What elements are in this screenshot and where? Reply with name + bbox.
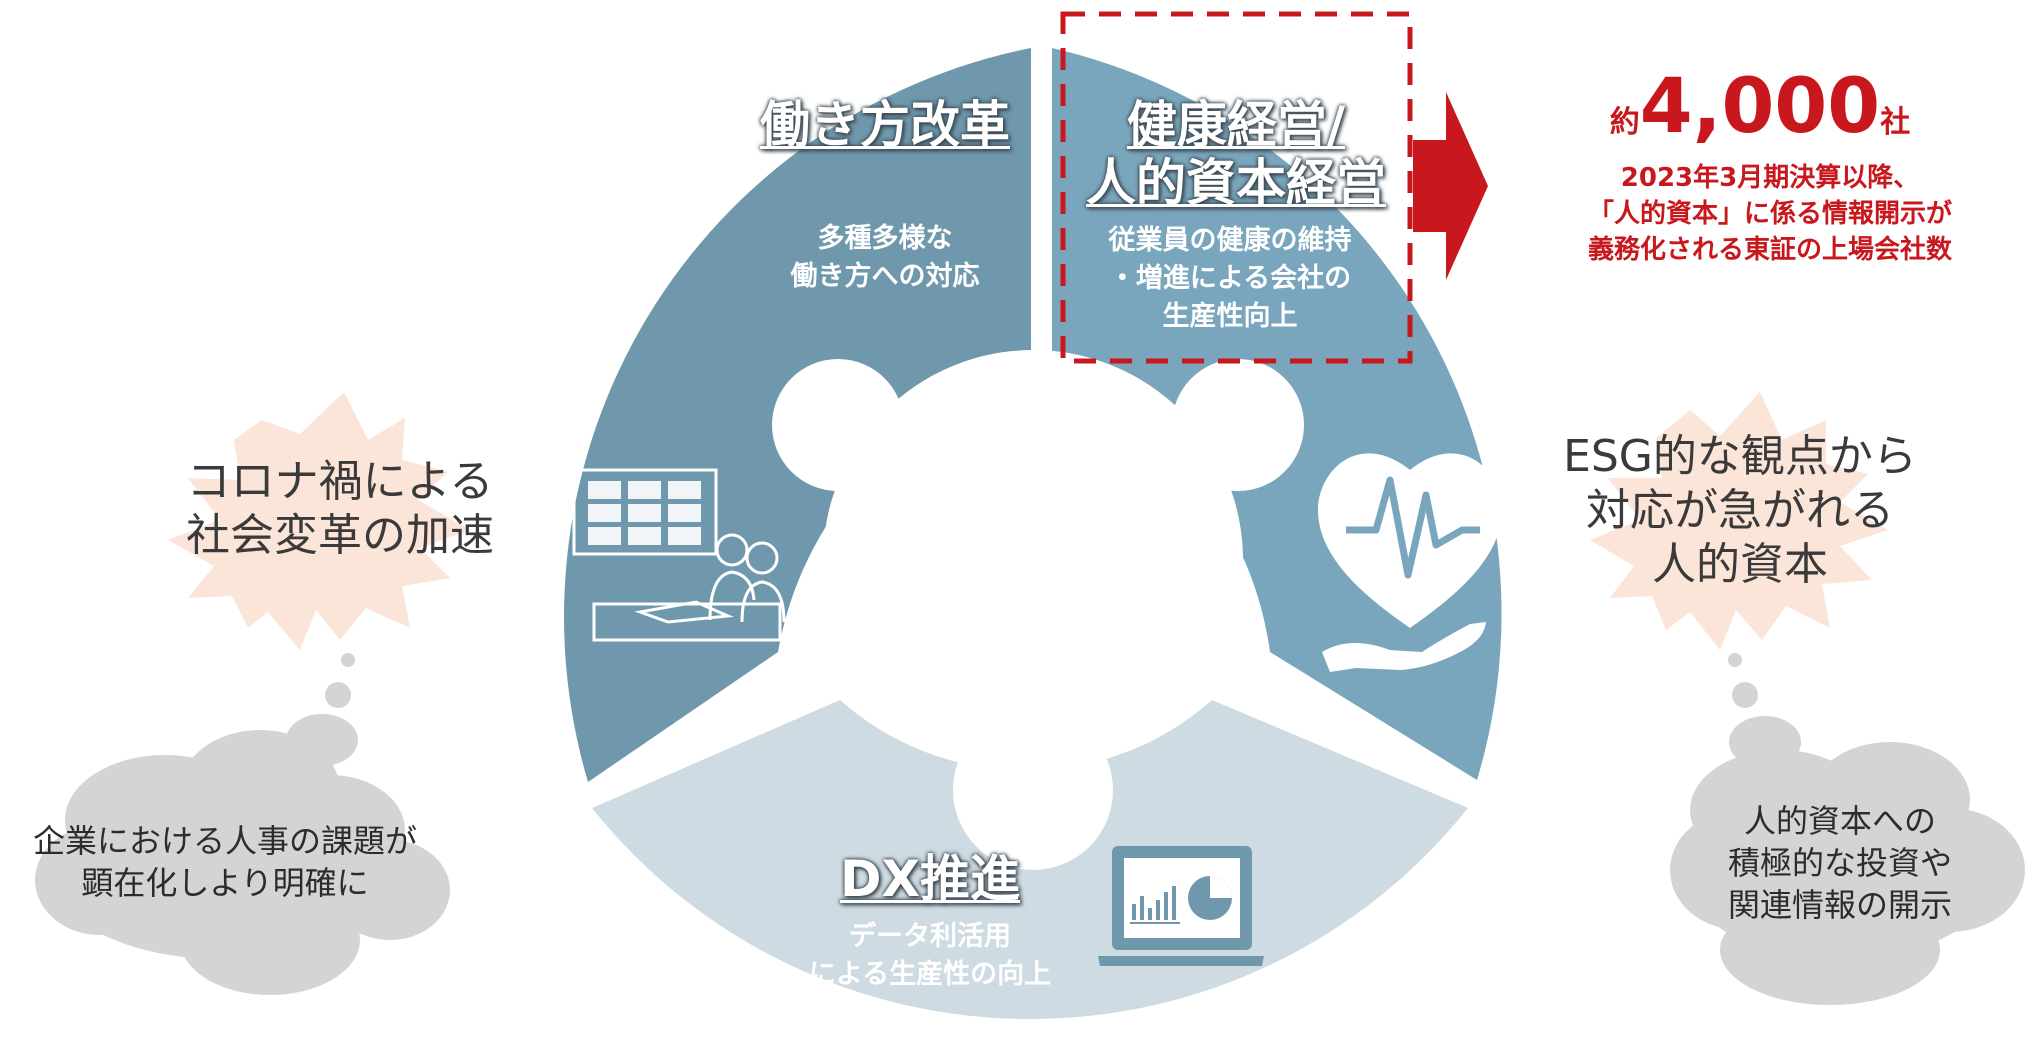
stat-number: 4,000	[1639, 61, 1881, 150]
left-cloud	[35, 653, 450, 995]
stat-prefix: 約	[1609, 105, 1640, 140]
center-hub	[772, 350, 1304, 870]
heart-pulse-hand-icon	[1318, 453, 1502, 672]
dx-title: DX推進	[839, 850, 1021, 908]
left-cloud-line: 企業における人事の課題が	[32, 822, 417, 860]
left-shout-line: 社会変革の加速	[186, 510, 494, 561]
work-style-desc-line: 多種多様な	[817, 223, 953, 254]
stat-callout: 約4,000社	[1560, 66, 1960, 146]
health-desc-line: ・増進による会社の	[1108, 263, 1352, 294]
right-cloud-line: 積極的な投資や	[1727, 844, 1952, 882]
left-cloud-line: 顕在化しより明確に	[81, 864, 369, 902]
video-conference-icon	[572, 468, 786, 642]
right-shout: ESG的な観点から 対応が急がれる 人的資本	[1540, 430, 1940, 592]
work-style-title: 働き方改革	[760, 96, 1010, 154]
work-style-desc-line: 働き方への対応	[790, 261, 980, 292]
stat-headline: 約4,000社	[1560, 66, 1960, 146]
work-style-desc: 多種多様な 働き方への対応	[745, 220, 1025, 296]
stat-line: 「人的資本」に係る情報開示が	[1587, 199, 1952, 229]
stat-suffix: 社	[1880, 105, 1911, 140]
right-cloud-line: 人的資本への	[1743, 802, 1936, 840]
left-cloud-text: 企業における人事の課題が 顕在化しより明確に	[0, 820, 450, 904]
right-cloud-text: 人的資本への 積極的な投資や 関連情報の開示	[1690, 800, 1990, 926]
right-shout-line: 対応が急がれる	[1586, 485, 1894, 536]
health-desc-line: 生産性向上	[1162, 301, 1298, 332]
right-shout-line: ESG的な観点から	[1563, 431, 1917, 482]
laptop-chart-icon	[1098, 846, 1264, 966]
right-cloud-line: 関連情報の開示	[1727, 886, 1952, 924]
left-shout: コロナ禍による 社会変革の加速	[150, 455, 530, 563]
right-burst	[1590, 392, 1888, 650]
health-title-line: 人的資本経営	[1086, 154, 1386, 212]
health-desc: 従業員の健康の維持 ・増進による会社の 生産性向上	[1080, 222, 1380, 336]
left-burst	[168, 392, 470, 650]
health-title: 健康経営/ 人的資本経営	[1065, 96, 1407, 212]
health-desc-line: 従業員の健康の維持	[1108, 225, 1352, 256]
stat-line: 2023年3月期決算以降、	[1620, 163, 1920, 193]
left-shout-line: コロナ禍による	[186, 456, 494, 507]
health-title-line: 健康経営/	[1126, 96, 1346, 154]
right-shout-line: 人的資本	[1652, 539, 1828, 590]
dx-desc-line: による生産性の向上	[808, 959, 1052, 990]
stat-description: 2023年3月期決算以降、 「人的資本」に係る情報開示が 義務化される東証の上場…	[1560, 160, 1980, 268]
right-cloud	[1670, 653, 2025, 1005]
dx-desc-line: データ利活用	[849, 921, 1011, 952]
dx-desc: データ利活用 による生産性の向上	[760, 918, 1100, 994]
red-arrow-icon	[1413, 92, 1488, 280]
highlight-dashed-box	[1060, 11, 1413, 364]
stat-line: 義務化される東証の上場会社数	[1587, 235, 1952, 265]
